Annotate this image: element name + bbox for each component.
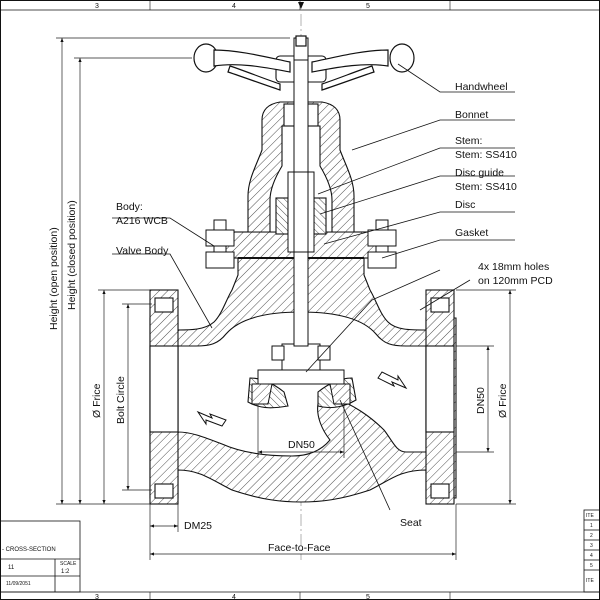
- item-table-row-4: 4: [590, 553, 593, 559]
- title-block-scale-value: 1:2: [61, 569, 70, 575]
- item-table: [583, 509, 600, 593]
- item-table-row-2: 2: [590, 533, 593, 539]
- title-block-date: 11/09/2051: [6, 581, 31, 587]
- item-table-row-5: 5: [590, 563, 593, 569]
- dim-dn50-bore: DN50: [288, 439, 315, 451]
- handwheel: [193, 35, 415, 91]
- label-valve-body: Valve Body: [116, 245, 169, 257]
- item-table-footer: ITE: [586, 578, 594, 584]
- zone-number-bottom-4: 4: [232, 594, 236, 600]
- zone-number-top-3: 3: [95, 3, 99, 10]
- title-block-number: 11: [8, 565, 15, 571]
- dim-face-to-face: Face-to-Face: [268, 542, 331, 554]
- item-table-row-3: 3: [590, 543, 593, 549]
- zone-number-bottom-5: 5: [366, 594, 370, 600]
- label-handwheel: Handwheel: [455, 81, 508, 93]
- flow-arrows: [196, 371, 408, 427]
- zone-number-top-4: 4: [232, 3, 236, 10]
- title-block: [0, 520, 81, 593]
- dim-bolt-circle: Bolt Circle: [115, 376, 127, 424]
- dim-frice-right: Ø Frice: [497, 383, 509, 418]
- part-labels: Handwheel Bonnet Stem: Stem: SS410 Disc …: [116, 81, 553, 529]
- zone-number-top-5: 5: [366, 3, 370, 10]
- dimension-lines: [56, 37, 516, 560]
- dimension-labels: Height (open position) Height (closed po…: [48, 200, 509, 554]
- title-block-title: - CROSS-SECTION: [2, 547, 56, 553]
- center-marker-icon: [298, 2, 304, 9]
- dim-frice-left: Ø Frice: [91, 383, 103, 418]
- label-disc-guide: Disc guide: [455, 167, 504, 179]
- label-gasket: Gasket: [455, 227, 488, 239]
- label-body-material: A216 WCB: [116, 215, 168, 227]
- label-seat: Seat: [400, 517, 422, 529]
- leader-lines: [112, 63, 515, 511]
- item-table-row-1: 1: [590, 523, 593, 529]
- dim-dn50-right: DN50: [475, 387, 487, 414]
- bonnet-bolts: [205, 219, 397, 269]
- stem: [287, 37, 315, 347]
- dim-height-open: Height (open position): [48, 227, 60, 330]
- label-bonnet: Bonnet: [455, 109, 488, 121]
- label-stem-heading: Stem:: [455, 135, 482, 147]
- zone-number-bottom-3: 3: [95, 594, 99, 600]
- label-holes-count: 4x 18mm holes: [478, 261, 549, 273]
- dim-height-closed: Height (closed position): [66, 200, 78, 310]
- label-stem-material: Stem: SS410: [455, 149, 517, 161]
- dim-dm25: DM25: [184, 520, 212, 532]
- label-disc-guide-material: Stem: SS410: [455, 181, 517, 193]
- label-disc: Disc: [455, 199, 475, 211]
- label-holes-pcd: on 120mm PCD: [478, 275, 553, 287]
- label-body: Body:: [116, 201, 143, 213]
- item-table-header: ITE: [586, 513, 594, 519]
- title-block-scale-label: SCALE: [60, 561, 77, 567]
